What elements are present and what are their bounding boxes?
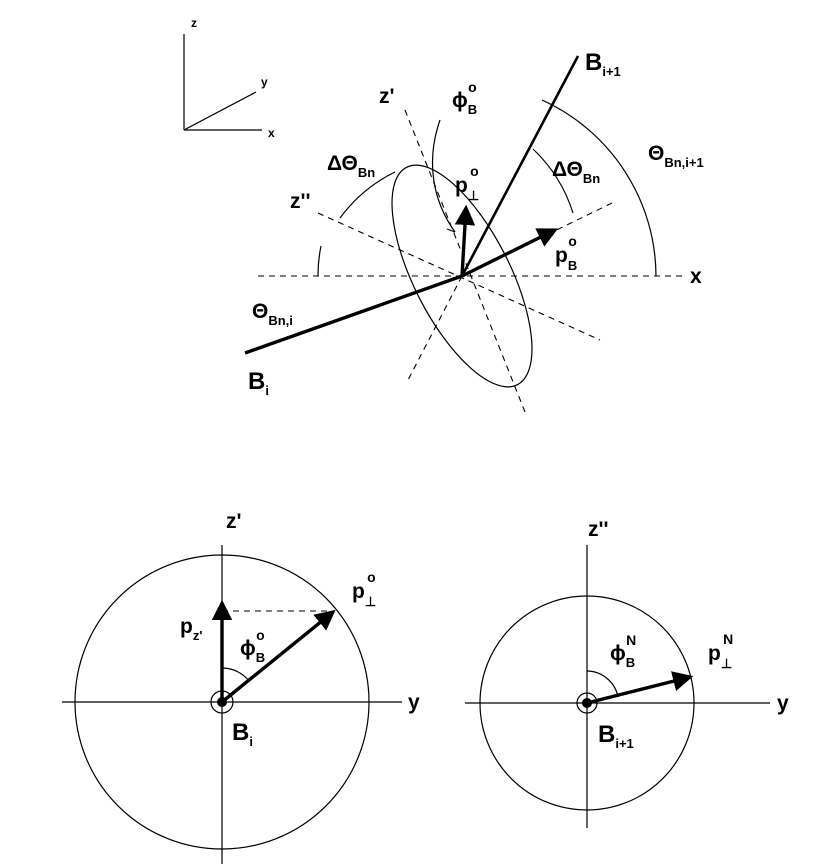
triad-x-label: x xyxy=(268,126,275,140)
br-y-label: y xyxy=(777,692,789,715)
theta-i-arc xyxy=(317,245,322,277)
z-prime-label: z' xyxy=(379,85,395,108)
bl-b-i-label: Bi xyxy=(232,719,253,749)
delta-theta-right-label: ΔΘBn xyxy=(552,158,600,186)
br-b-i1-label: Bi+1 xyxy=(598,721,634,751)
bl-gyro-circle xyxy=(74,554,370,850)
br-z-double-prime-label: z'' xyxy=(588,518,609,541)
triad-y-axis xyxy=(183,91,257,131)
bl-p-perp-vector xyxy=(220,609,336,704)
delta-theta-left-arc xyxy=(339,171,396,219)
br-p-perp-label: p⊥N xyxy=(708,631,733,671)
bl-y-label: y xyxy=(408,691,420,714)
triad-z-label: z xyxy=(191,16,197,30)
br-phi-label: ϕBN xyxy=(610,632,636,670)
z-double-prime-label: z'' xyxy=(290,190,311,213)
b-i1-label: Bi+1 xyxy=(585,49,621,79)
z-prime-line xyxy=(404,109,526,413)
p-b-top-label: pBo xyxy=(555,233,577,273)
phi-arc-tick xyxy=(446,228,456,233)
b-i-label: Bi xyxy=(248,368,269,398)
theta-bn-i-label: ΘBn,i xyxy=(252,300,293,328)
p-perp-top-label: p⊥o xyxy=(455,163,479,203)
br-p-perp-vector xyxy=(586,671,694,705)
triad-y-label: y xyxy=(261,75,268,89)
bl-p-perp-label: p⊥o xyxy=(352,569,376,609)
br-phi-arc xyxy=(586,670,619,698)
lower-dashed-line xyxy=(407,275,463,381)
bl-p-z-label: pz' xyxy=(180,615,202,643)
p-b-vector xyxy=(461,228,559,278)
bl-phi-arc xyxy=(221,667,250,682)
perpendicular-dashed-line xyxy=(461,202,613,277)
br-b-out-ring xyxy=(576,692,598,714)
delta-theta-left-label: ΔΘBn xyxy=(327,152,375,180)
bl-phi-label: ϕBo xyxy=(240,627,265,665)
phi-o-top-label: ϕBo xyxy=(452,79,477,117)
x-axis-label: x xyxy=(690,265,702,288)
delta-theta-right-arc xyxy=(532,148,574,214)
coordinate-triad: z y x xyxy=(183,16,275,140)
theta-i1-arc xyxy=(541,99,657,277)
phi-arc xyxy=(431,119,456,233)
b-i1-vector xyxy=(460,55,580,277)
bottom-left-diagram: z' y p⊥o pz' ϕBo Bi xyxy=(62,510,420,864)
br-gyro-circle xyxy=(479,595,695,811)
b-i-vector xyxy=(244,274,463,355)
bottom-right-diagram: z'' y p⊥N ϕBN Bi+1 xyxy=(465,518,789,828)
bl-z-prime-label: z' xyxy=(226,510,242,533)
top-diagram: x z' z'' Bi+1 Bi ϕBo xyxy=(244,49,704,413)
theta-bn-i1-label: ΘBn,i+1 xyxy=(648,142,704,170)
p-perp-vector xyxy=(454,204,476,277)
